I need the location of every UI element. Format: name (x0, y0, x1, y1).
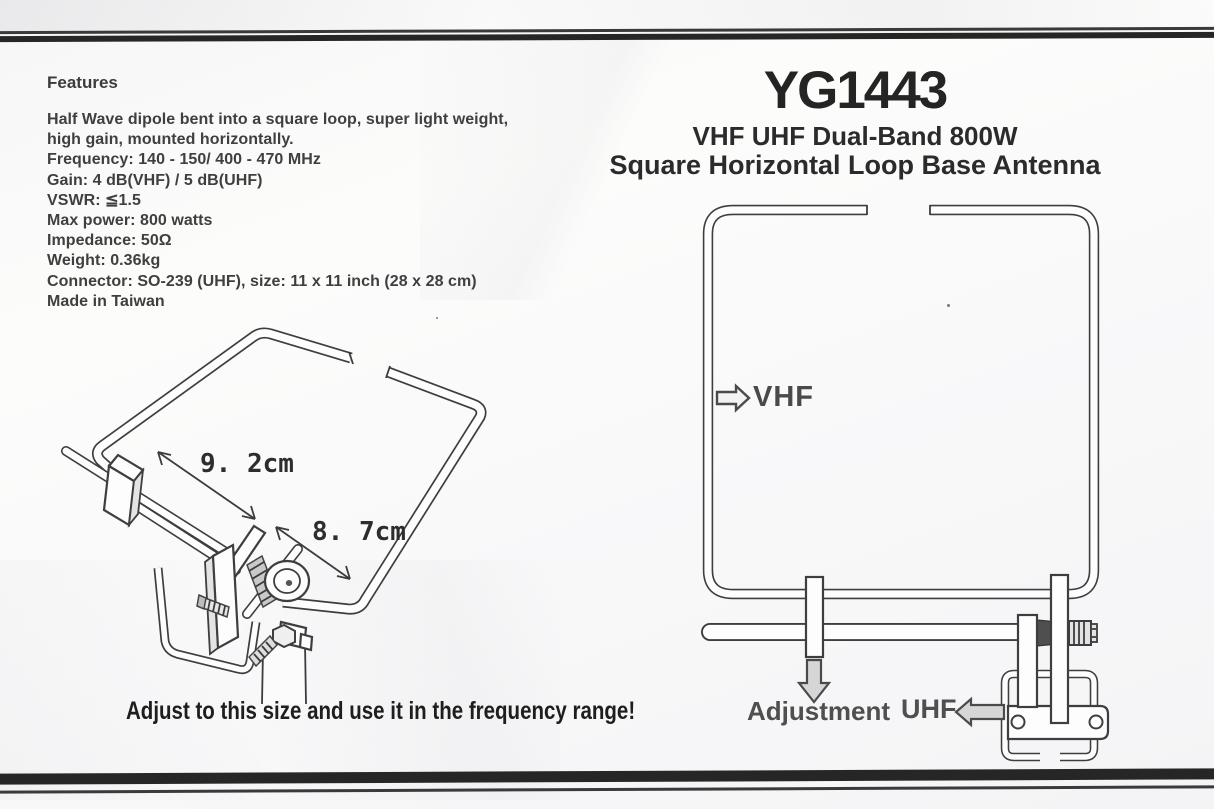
loop-end-clamp (102, 453, 145, 528)
dimension-label-b: 8. 7cm (312, 517, 406, 547)
uhf-label: UHF (901, 694, 957, 724)
feature-line: Half Wave dipole bent into a square loop… (47, 111, 509, 128)
top-rule-thick (0, 31, 1214, 43)
hex-bolt (248, 623, 296, 668)
small-bolt (196, 593, 230, 619)
scan-speck (436, 317, 438, 319)
loop-outline (702, 204, 1100, 600)
bottom-rule-thin (0, 785, 1214, 794)
diagram-caption: Adjust to this size and use it in the fr… (126, 697, 636, 725)
dimension-line-b (275, 526, 351, 580)
features-heading: Features (47, 73, 118, 92)
clamp-bars (804, 573, 1070, 725)
subtitle-line-2: Square Horizontal Loop Base Antenna (609, 150, 1101, 180)
adjustment-down-arrow-icon (796, 658, 832, 704)
feature-line: Gain: 4 dB(VHF) / 5 dB(UHF) (47, 171, 263, 189)
feature-line: high gain, mounted horizontally. (47, 131, 294, 149)
feature-line: VSWR: ≦1.5 (47, 191, 141, 209)
bottom-rule-thick (0, 768, 1214, 785)
adjustment-label: Adjustment (747, 696, 890, 726)
feature-line: Connector: SO-239 (UHF), size: 11 x 11 i… (47, 272, 477, 290)
mount-plates (204, 524, 267, 656)
model-number: YG1443 (763, 61, 948, 120)
feature-line: Weight: 0.36kg (47, 252, 161, 270)
subtitle-line-1: VHF UHF Dual-Band 800W (692, 121, 1018, 151)
adjustment-slider (804, 575, 825, 659)
coax-connector (246, 554, 311, 609)
feature-line: Made in Taiwan (47, 292, 165, 310)
scan-speck (947, 304, 950, 307)
feature-line: Max power: 800 watts (47, 212, 213, 230)
title-block: YG1443 VHF UHF Dual-Band 800W Square Hor… (495, 61, 1214, 181)
loop-tube (91, 327, 487, 615)
vhf-arrow-icon (715, 383, 751, 413)
uhf-left-arrow-icon (954, 696, 1006, 728)
feature-line: Frequency: 140 - 150/ 400 - 470 MHz (47, 151, 321, 169)
vhf-label: VHF (753, 381, 814, 413)
dimension-label-a: 9. 2cm (200, 449, 294, 479)
perspective-diagram (61, 327, 487, 705)
features-list: Half Wave dipole bent into a square loop… (47, 110, 508, 312)
feature-line: Impedance: 50Ω (47, 232, 172, 250)
dimension-line-a (157, 451, 256, 520)
schematic-diagram (701, 204, 1110, 762)
mast-bracket (153, 567, 261, 675)
